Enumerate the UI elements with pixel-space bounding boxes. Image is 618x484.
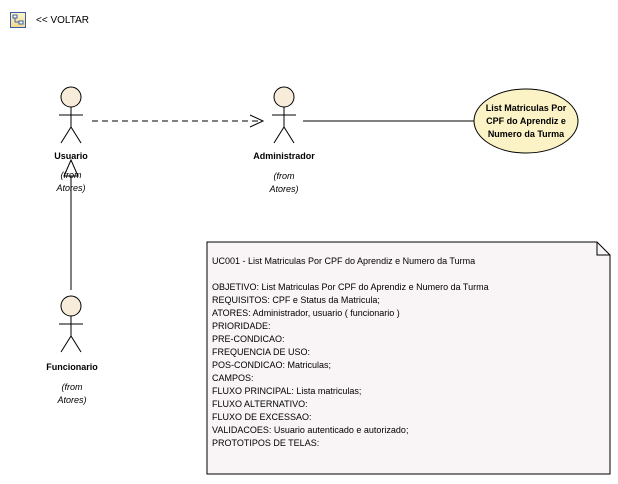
note-shape[interactable] [206, 241, 611, 475]
note-line: PRIORIDADE: [212, 321, 271, 331]
note-line: FLUXO PRINCIPAL: Lista matriculas; [212, 386, 362, 396]
back-link[interactable]: << VOLTAR [36, 15, 89, 26]
note-line: ATORES: Administrador, usuario ( funcion… [212, 308, 400, 318]
note-line: FREQUENCIA DE USO: [212, 347, 311, 357]
actor-funcionario-from: (from Atores) [32, 381, 112, 407]
actor-usuario-from: (from Atores) [31, 169, 111, 195]
use-case-ellipse[interactable] [473, 88, 579, 154]
use-case-label: List Matriculas Por CPF do Aprendiz e Nu… [470, 99, 582, 143]
note-title: UC001 - List Matriculas Por CPF do Apren… [212, 256, 476, 266]
from-package: Atores) [56, 183, 86, 193]
use-case-label-line: Numero da Turma [487, 128, 565, 139]
from-package: Atores) [57, 395, 87, 405]
actor-usuario-figure[interactable] [59, 86, 83, 144]
note-line: POS-CONDICAO: Matriculas; [212, 360, 332, 370]
dependency-arrow[interactable] [92, 114, 265, 128]
from-text: (from [273, 171, 295, 181]
use-case-label-line: CPF do Aprendiz e [486, 115, 566, 126]
from-package: Atores) [269, 184, 299, 194]
from-text: (from [61, 382, 83, 392]
note-line: FLUXO ALTERNATIVO: [212, 399, 308, 409]
generalization-arrow[interactable] [63, 158, 79, 290]
use-case-label-line: List Matriculas Por [485, 102, 567, 113]
actor-funcionario-figure[interactable] [59, 295, 83, 353]
note-line: OBJETIVO: List Matriculas Por CPF do Apr… [212, 282, 489, 292]
actor-administrador-figure[interactable] [272, 86, 296, 144]
actor-administrador-label: Administrador [253, 151, 315, 161]
note-line: REQUISITOS: CPF e Status da Matricula; [212, 295, 380, 305]
note-body: OBJETIVO: List Matriculas Por CPF do Apr… [212, 281, 489, 450]
from-text: (from [60, 170, 82, 180]
note-line: VALIDACOES: Usuario autenticado e autori… [212, 425, 409, 435]
note-line: CAMPOS: [212, 373, 254, 383]
actor-usuario-label: Usuario [54, 151, 88, 161]
note: UC001 - List Matriculas Por CPF do Apren… [207, 242, 610, 474]
diagram-icon[interactable] [10, 12, 26, 28]
actor-funcionario-label: Funcionario [46, 362, 98, 372]
note-line: FLUXO DE EXCESSAO: [212, 412, 312, 422]
actor-administrador-from: (from Atores) [244, 170, 324, 196]
note-line: PROTOTIPOS DE TELAS: [212, 438, 320, 448]
note-line: PRE-CONDICAO: [212, 334, 285, 344]
